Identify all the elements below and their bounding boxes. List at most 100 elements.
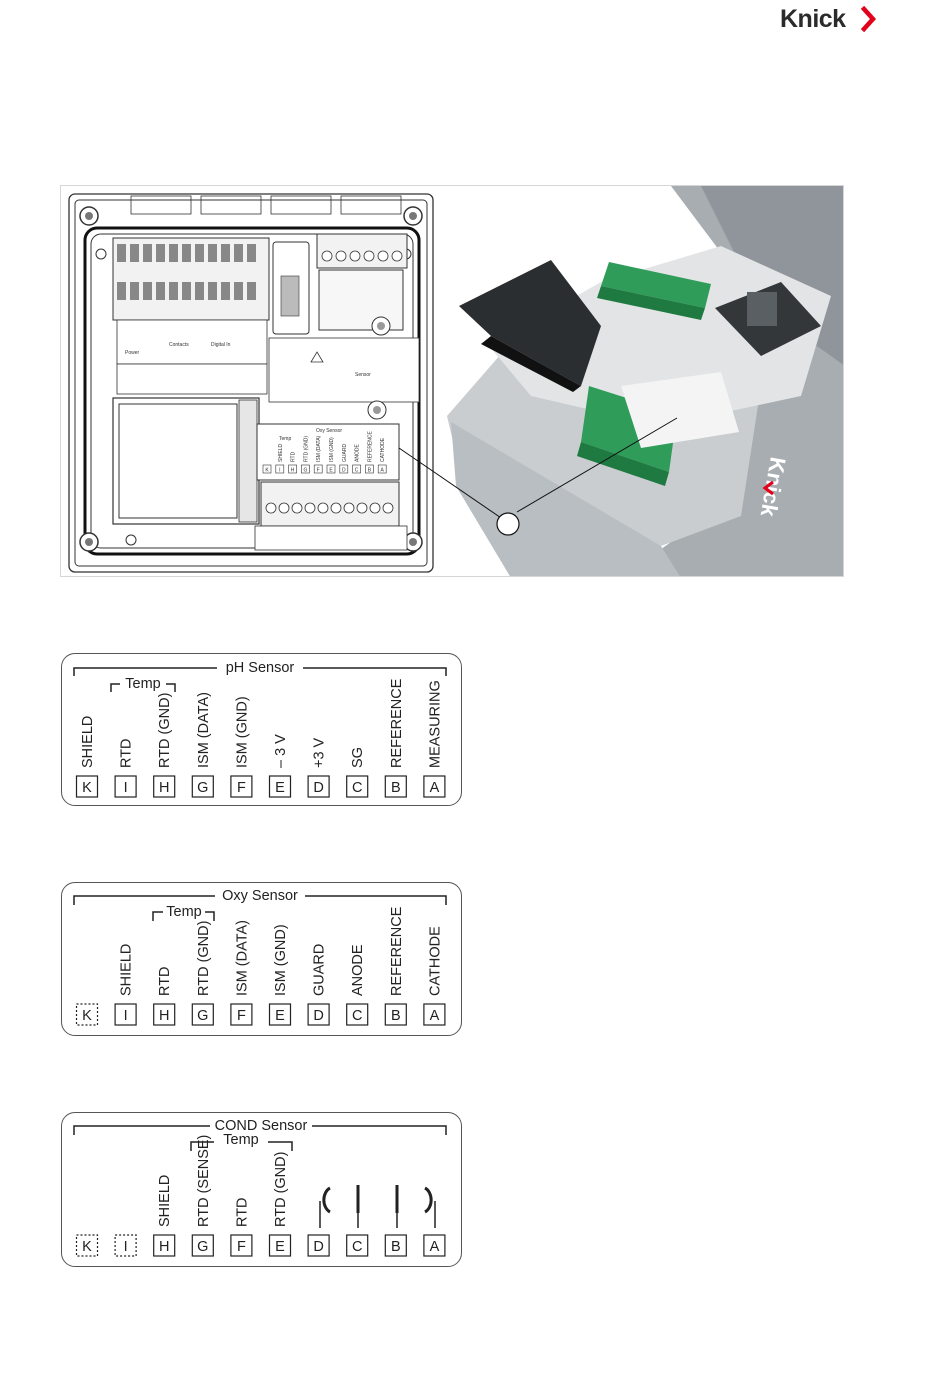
terminal-box-f [230,1234,253,1257]
terminal-box-c [346,1234,369,1257]
terminal-box-a [423,775,446,798]
terminal-letter-d: D [313,1239,323,1255]
oxy-sensor-title: Oxy Sensor [222,888,298,904]
photo-terminal-letter-g: G [303,468,307,474]
photo-terminal-label-c: ANODE [355,444,361,462]
terminal-letter-e: E [275,780,285,796]
terminal-box-c [346,775,369,798]
terminal-label-k: SHIELD [80,716,96,768]
terminal-label-h: RTD (GND) [157,693,173,768]
terminal-letter-a: A [430,1239,440,1255]
terminal-box-f [230,775,253,798]
terminal-letter-i: I [124,780,128,796]
terminal-box-i [114,1234,137,1257]
terminal-letter-b: B [391,1239,401,1255]
terminal-letter-h: H [159,1008,169,1024]
terminal-box-e [268,1003,292,1026]
terminal-box-g [191,775,214,798]
oxy-block-temp: Temp [279,436,291,442]
photo-terminal-letter-f: F [317,468,320,474]
terminal-label-f: ISM (DATA) [234,920,250,996]
device-photo-render: Knick [441,186,843,576]
terminal-letter-e: E [275,1008,285,1024]
terminal-box-i [114,1003,137,1026]
brand-logo: Knick [780,4,878,34]
terminal-letter-f: F [237,780,246,796]
photo-terminal-letter-k: K [265,468,269,474]
photo-terminal-box-a [377,464,387,474]
photo-terminal-label-e: ISM (GND) [329,437,335,462]
photo-terminal-letter-i: I [279,468,280,474]
terminal-letter-a: A [430,780,440,796]
photo-terminal-box-d [339,464,349,474]
sensor-label: Sensor [355,372,371,378]
terminal-box-b [384,1234,407,1257]
terminal-label-a: MEASURING [427,680,443,768]
terminal-letter-e: E [275,1239,285,1255]
photo-terminal-letter-c: C [355,468,359,474]
terminal-letter-h: H [159,1239,169,1255]
cond-temp-label: Temp [223,1132,258,1148]
terminal-letter-i: I [124,1239,128,1255]
terminal-label-i: RTD [119,738,135,768]
photo-terminal-box-k [262,464,272,474]
terminal-label-b: REFERENCE [389,906,405,996]
terminal-box-b [384,1003,407,1026]
photo-terminal-box-f [313,464,323,474]
terminal-letter-k: K [82,780,92,796]
terminal-label-e: RTD (GND) [273,1152,289,1227]
terminal-box-e [268,1234,292,1257]
callout-line-2 [516,417,678,513]
photo-terminal-box-c [352,464,361,474]
power-label: Power [125,350,140,356]
photo-terminal-box-b [365,464,374,474]
electrode-symbol-d [319,1186,331,1228]
chevron-right-icon [860,6,876,32]
photo-terminal-box-i [275,464,285,474]
terminal-label-b: REFERENCE [389,678,405,768]
terminal-box-k [75,1003,99,1026]
terminal-box-h [153,1003,176,1026]
terminal-box-d [307,775,330,798]
brand-name: Knick [780,4,846,33]
photo-terminal-label-a: CATHODE [380,437,386,462]
terminal-letter-d: D [313,1008,323,1024]
terminal-box-a [423,1234,446,1257]
photo-terminal-letter-h: H [291,468,295,474]
terminal-label-g: RTD (SENSE) [196,1135,212,1227]
terminal-box-f [230,1003,253,1026]
terminal-label-h: SHIELD [157,1175,173,1227]
terminal-box-d [307,1234,330,1257]
photo-terminal-letter-a: A [381,468,385,474]
terminal-label-g: ISM (DATA) [196,692,212,768]
terminal-box-h [153,1234,176,1257]
callout-circle [496,512,520,536]
oxy-block-title: Oxy Sensor [316,428,342,434]
terminal-box-k [75,1234,99,1257]
terminal-label-h: RTD [157,966,173,996]
device-illustration: Power Digital In Contacts Sensor Oxy Sen… [68,186,843,576]
terminal-letter-f: F [237,1008,246,1024]
terminal-label-d: +3 V [312,737,328,768]
photo-terminal-box-e [326,464,336,474]
terminal-letter-f: F [237,1239,246,1255]
terminal-drawing: Power Digital In Contacts Sensor Oxy Sen… [68,193,434,573]
photo-terminal-label-g: RTD (GND) [303,436,309,462]
terminal-label-d: GUARD [312,944,328,996]
terminal-label-g: RTD (GND) [196,921,212,996]
photo-terminal-label-i: SHIELD [278,444,284,462]
photo-terminal-label-h: RTD [291,451,297,462]
terminal-box-g [191,1234,214,1257]
photo-terminal-letter-d: D [342,468,346,474]
terminal-letter-i: I [124,1008,128,1024]
callout-line [398,447,508,523]
terminal-label-i: SHIELD [119,944,135,996]
terminal-letter-g: G [197,780,208,796]
terminal-box-b [384,775,407,798]
terminal-box-h [153,775,176,798]
